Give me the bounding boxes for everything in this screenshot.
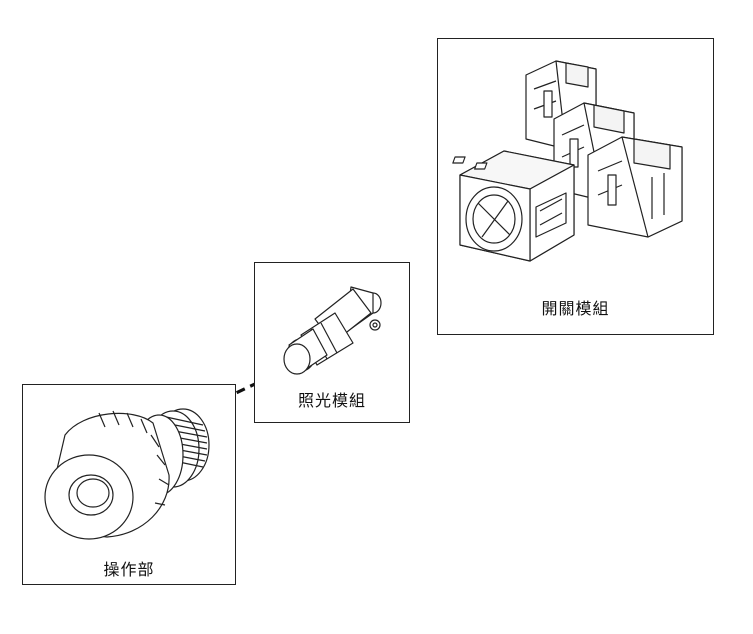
operator-panel: 操作部 [22, 384, 236, 585]
switch-module-label: 開關模組 [541, 299, 610, 318]
switch-module-panel: 開關模組 [437, 38, 714, 335]
operator-label: 操作部 [103, 560, 155, 579]
operator-illustration [44, 408, 210, 540]
switch-module-illustration [452, 60, 683, 262]
light-module-illustration [283, 286, 382, 375]
light-module-panel: 照光模組 [254, 262, 410, 423]
light-module-label: 照光模組 [297, 391, 366, 410]
